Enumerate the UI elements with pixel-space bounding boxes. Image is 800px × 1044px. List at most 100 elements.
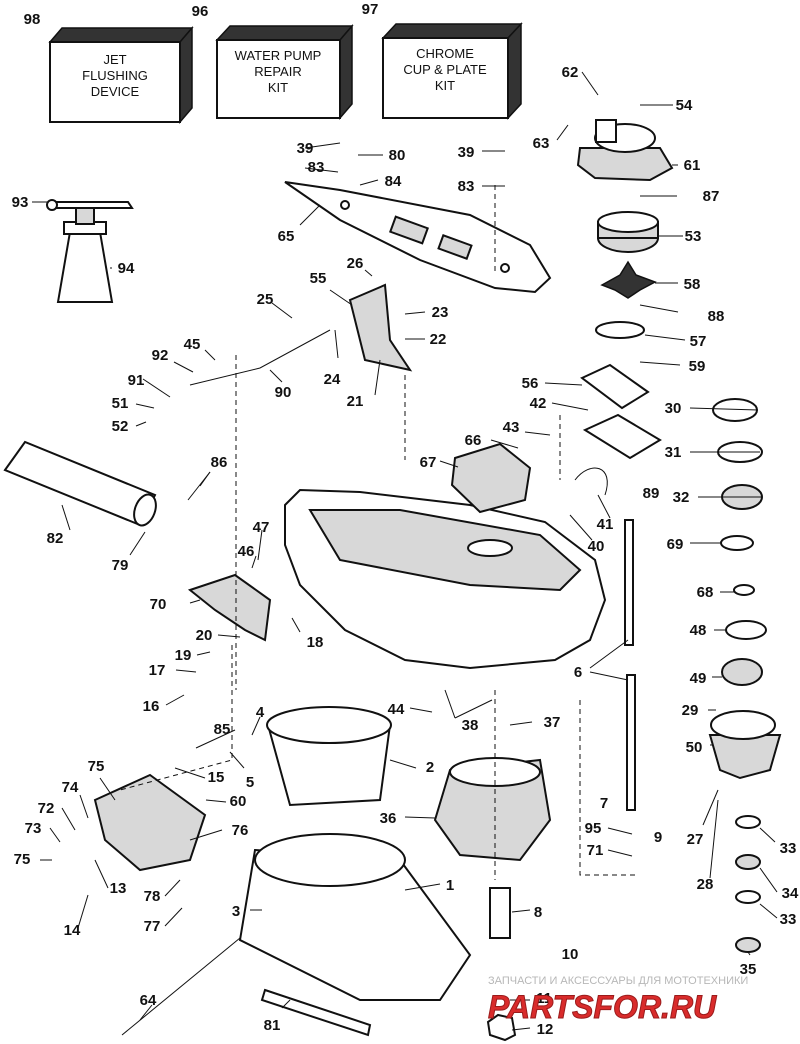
callout-72: 72	[38, 800, 55, 817]
kit-96-line-2: REPAIR	[254, 64, 301, 79]
callout-85: 85	[214, 721, 231, 738]
callout-80: 80	[389, 147, 406, 164]
callout-10: 10	[562, 946, 579, 963]
callout-25: 25	[257, 291, 274, 308]
callout-47: 47	[253, 519, 270, 536]
watermark-caption: ЗАПЧАСТИ И АКСЕССУАРЫ ДЛЯ МОТОТЕХНИКИ	[488, 975, 749, 987]
callout-39b: 39	[458, 144, 475, 161]
callout-17: 17	[149, 662, 166, 679]
callout-29: 29	[682, 702, 699, 719]
callout-95: 95	[585, 820, 602, 837]
callout-37: 37	[544, 714, 561, 731]
callout-56: 56	[522, 375, 539, 392]
kit-96-line-1: WATER PUMP	[235, 48, 322, 63]
callout-58: 58	[684, 276, 701, 293]
rod-64	[121, 937, 241, 1036]
callout-54: 54	[676, 97, 693, 114]
callout-38: 38	[462, 717, 479, 734]
callout-7: 7	[600, 795, 608, 812]
callout-13: 13	[110, 880, 127, 897]
callout-83b: 83	[458, 178, 475, 195]
callout-23: 23	[432, 304, 449, 321]
callout-labels: 98 96 97 1 2 3 4 5 6 7 8 9 10 11 12 13 1…	[12, 1, 799, 1038]
callout-32: 32	[673, 489, 690, 506]
callout-98: 98	[24, 11, 41, 28]
callout-3: 3	[232, 903, 240, 920]
callout-5: 5	[246, 774, 254, 791]
alignment-line	[579, 700, 638, 876]
kit-97-line-1: CHROME	[416, 46, 474, 61]
callout-35: 35	[740, 961, 757, 978]
seal-33b	[735, 890, 761, 904]
callout-71: 71	[587, 842, 604, 859]
seal-35	[735, 937, 761, 953]
watermark-logo: PARTSFOR.RU	[488, 990, 718, 1024]
seal-69	[720, 535, 754, 551]
callout-15: 15	[208, 769, 225, 786]
callout-70: 70	[150, 596, 167, 613]
callout-20: 20	[196, 627, 213, 644]
driveshaft-6	[624, 519, 634, 646]
callout-69: 69	[667, 536, 684, 553]
callout-1: 1	[446, 877, 454, 894]
callout-44: 44	[388, 701, 405, 718]
callout-57: 57	[690, 333, 707, 350]
sleeve-8	[489, 887, 511, 939]
callout-33b: 33	[780, 911, 797, 928]
callout-97: 97	[362, 1, 379, 18]
callout-46: 46	[238, 543, 255, 560]
callout-91: 91	[128, 372, 145, 389]
callout-26: 26	[347, 255, 364, 272]
callout-22: 22	[430, 331, 447, 348]
kit-box-water-pump: WATER PUMP REPAIR KIT	[215, 23, 354, 121]
kit-box-chrome-cup: CHROME CUP & PLATE KIT	[381, 22, 523, 120]
grease-tube-94	[46, 199, 134, 303]
callout-24: 24	[324, 371, 341, 388]
seal-68	[733, 584, 755, 596]
impeller-36	[433, 757, 552, 862]
callout-77: 77	[144, 918, 161, 935]
seal-34	[735, 854, 761, 870]
callout-36: 36	[380, 810, 397, 827]
water-pump-housing-61	[576, 119, 674, 182]
bracket-70	[187, 573, 272, 642]
nut-12	[486, 1013, 517, 1042]
callout-68: 68	[697, 584, 714, 601]
callout-81: 81	[264, 1017, 281, 1034]
callout-66: 66	[465, 432, 482, 449]
callout-73: 73	[25, 820, 42, 837]
bearing-49	[721, 658, 763, 686]
callout-62: 62	[562, 64, 579, 81]
callout-88: 88	[708, 308, 725, 325]
callout-12: 12	[537, 1021, 554, 1038]
gasket-57	[595, 321, 645, 339]
callout-52: 52	[112, 418, 129, 435]
alignment-line	[119, 645, 233, 791]
callout-75b: 75	[14, 851, 31, 868]
impeller-housing-53	[597, 211, 659, 253]
kit-98-line-1: JET	[103, 52, 126, 67]
callout-27: 27	[687, 831, 704, 848]
callout-89: 89	[643, 485, 660, 502]
callout-61: 61	[684, 157, 701, 174]
callout-8: 8	[534, 904, 542, 921]
jet-pump-housing	[284, 488, 607, 670]
callout-82: 82	[47, 530, 64, 547]
callout-21: 21	[347, 393, 364, 410]
callout-4: 4	[256, 704, 265, 721]
bracket-21	[348, 283, 413, 372]
housing-1	[238, 833, 472, 1001]
callout-51: 51	[112, 395, 129, 412]
callout-40: 40	[588, 538, 605, 555]
kit-98-line-3: DEVICE	[91, 84, 140, 99]
bracket-76	[93, 773, 207, 872]
nozzle-cone-2	[266, 706, 392, 807]
callout-50: 50	[686, 739, 703, 756]
callout-60: 60	[230, 793, 247, 810]
callout-30: 30	[665, 400, 682, 417]
callout-9: 9	[654, 829, 662, 846]
callout-92: 92	[152, 347, 169, 364]
callout-42: 42	[530, 395, 547, 412]
callout-31: 31	[665, 444, 682, 461]
